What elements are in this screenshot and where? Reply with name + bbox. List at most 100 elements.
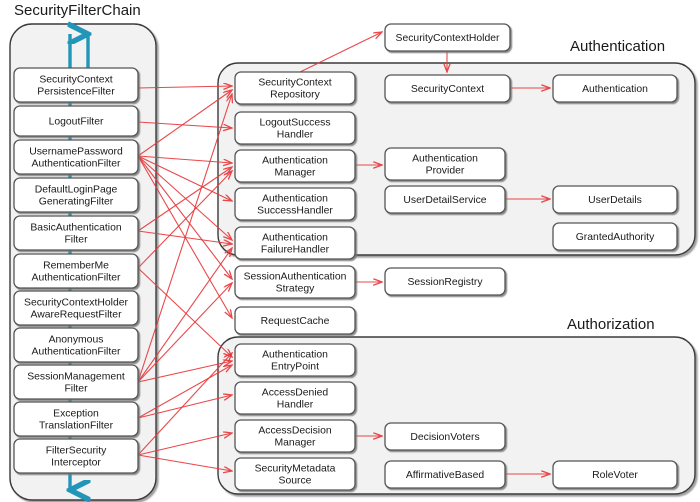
node-user-detail-service[interactable]: UserDetailService xyxy=(384,185,506,214)
node-label: Authentication xyxy=(582,84,648,95)
group-title-authentication: Authentication xyxy=(570,38,665,55)
group-title-authorization: Authorization xyxy=(567,316,655,333)
node-label: Repository xyxy=(270,90,320,101)
node-label: UserDetails xyxy=(588,195,642,206)
edge-username-password-authentication-filter-to-security-context-repository xyxy=(137,90,232,157)
node-label: AccessDenied xyxy=(262,388,329,399)
group-title-filter-chain: SecurityFilterChain xyxy=(14,2,141,19)
node-label: Provider xyxy=(426,166,465,177)
component-nodes: SecurityContextPersistenceFilterLogoutFi… xyxy=(13,23,678,491)
node-label: Source xyxy=(279,476,312,487)
node-label: Authentication xyxy=(412,154,478,165)
node-label: GrantedAuthority xyxy=(576,232,655,243)
edge-remember-me-authentication-filter-to-authentication-entry-point xyxy=(137,267,232,357)
edge-username-password-authentication-filter-to-session-authentication-strategy xyxy=(137,155,232,279)
node-label: FailureHandler xyxy=(261,245,330,256)
node-label: BasicAuthentication xyxy=(30,223,121,234)
node-label: Filter xyxy=(64,384,88,395)
node-affirmative-based[interactable]: AffirmativeBased xyxy=(384,460,506,489)
node-security-context-holder[interactable]: SecurityContextHolder xyxy=(384,23,511,52)
node-session-registry[interactable]: SessionRegistry xyxy=(384,267,506,296)
node-label: SessionManagement xyxy=(27,372,125,383)
edge-exception-translation-filter-to-access-denied-handler xyxy=(137,395,232,419)
node-label: RequestCache xyxy=(261,316,330,327)
node-label: EntryPoint xyxy=(271,362,319,373)
node-label: AuthenticationFilter xyxy=(32,273,121,284)
node-label: Manager xyxy=(274,438,316,449)
node-role-voter[interactable]: RoleVoter xyxy=(552,460,678,489)
node-label: Authentication xyxy=(262,350,328,361)
node-label: Authentication xyxy=(262,233,328,244)
edge-security-context-repository-to-security-context-holder xyxy=(299,32,382,73)
node-label: FilterSecurity xyxy=(46,446,107,457)
node-label: AwareRequestFilter xyxy=(30,310,122,321)
node-label: SuccessHandler xyxy=(257,206,333,217)
node-label: Authentication xyxy=(262,194,328,205)
node-label: PersistenceFilter xyxy=(37,87,115,98)
node-label: SecurityMetadata xyxy=(255,464,336,475)
dependency-edges xyxy=(137,32,550,474)
edge-filter-security-interceptor-to-security-metadata-source xyxy=(137,454,232,471)
group-titles: SecurityFilterChainAuthenticationAuthori… xyxy=(14,2,665,333)
node-label: AffirmativeBased xyxy=(406,470,485,481)
node-decision-voters[interactable]: DecisionVoters xyxy=(384,422,506,451)
node-logout-filter[interactable]: LogoutFilter xyxy=(13,105,139,137)
node-label: RememberMe xyxy=(43,261,109,272)
node-security-context[interactable]: SecurityContext xyxy=(384,74,511,103)
node-label: SecurityContext xyxy=(258,78,331,89)
node-label: LogoutSuccess xyxy=(259,118,330,129)
node-label: AccessDecision xyxy=(258,426,332,437)
edge-session-management-filter-to-security-context-repository xyxy=(137,94,232,383)
node-label: LogoutFilter xyxy=(49,117,104,128)
node-label: SecurityContextHolder xyxy=(24,298,128,309)
node-granted-authority[interactable]: GrantedAuthority xyxy=(552,222,678,251)
node-label: Handler xyxy=(277,130,314,141)
node-request-cache[interactable]: RequestCache xyxy=(234,306,356,335)
node-label: UsernamePassword xyxy=(29,147,123,158)
edge-username-password-authentication-filter-to-authentication-manager xyxy=(137,155,232,163)
edge-session-management-filter-to-authentication-failure-handler xyxy=(137,248,232,383)
node-label: SessionRegistry xyxy=(407,277,483,288)
node-label: Strategy xyxy=(276,284,316,295)
node-user-details[interactable]: UserDetails xyxy=(552,185,678,214)
node-label: Handler xyxy=(277,400,314,411)
edge-username-password-authentication-filter-to-authentication-failure-handler xyxy=(137,155,232,240)
node-label: GeneratingFilter xyxy=(39,197,114,208)
node-authentication[interactable]: Authentication xyxy=(552,74,678,103)
node-label: SecurityContextHolder xyxy=(396,33,500,44)
edge-session-management-filter-to-authentication-entry-point xyxy=(137,361,232,383)
node-label: DefaultLoginPage xyxy=(35,185,118,196)
node-label: SessionAuthentication xyxy=(244,272,347,283)
node-label: Authentication xyxy=(262,156,328,167)
edge-remember-me-authentication-filter-to-authentication-manager xyxy=(137,171,232,269)
node-label: AuthenticationFilter xyxy=(32,159,121,170)
node-label: Exception xyxy=(53,409,99,420)
node-label: AuthenticationFilter xyxy=(32,347,121,358)
edge-filter-security-interceptor-to-authentication-entry-point xyxy=(137,353,232,456)
edge-security-context-persistence-filter-to-security-context-repository xyxy=(137,86,232,88)
node-label: DecisionVoters xyxy=(410,432,479,443)
